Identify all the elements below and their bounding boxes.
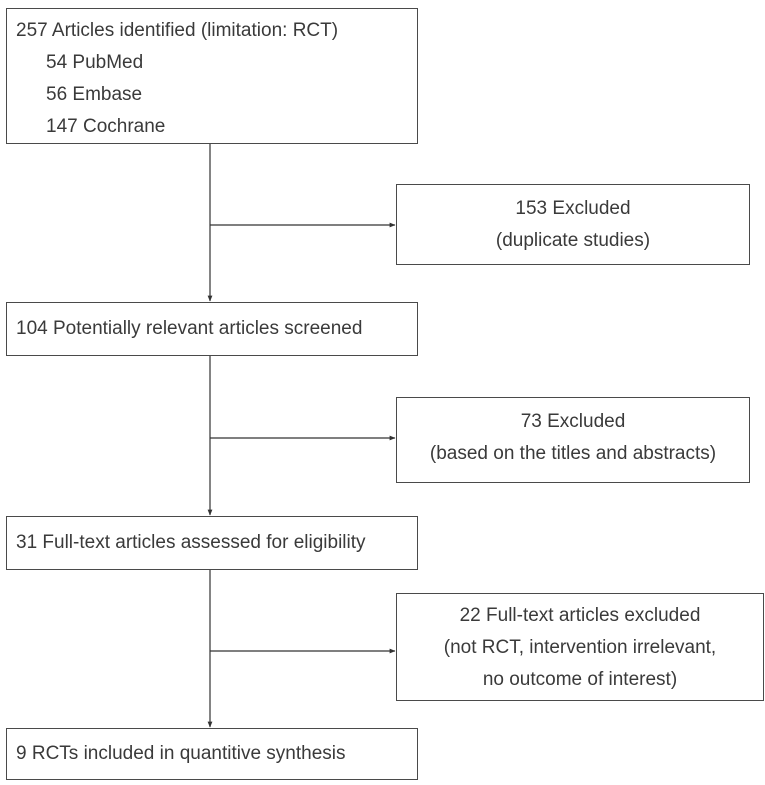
source-pubmed: 54 PubMed — [46, 52, 144, 73]
eligibility-title: 31 Full-text articles assessed for eligi… — [16, 532, 366, 553]
screened-title: 104 Potentially relevant articles screen… — [16, 318, 363, 339]
excluded-duplicates-box: 153 Excluded (duplicate studies) — [396, 184, 750, 265]
excluded-duplicates-reason: (duplicate studies) — [495, 230, 651, 251]
included-box: 9 RCTs included in quantitive synthesis — [6, 728, 418, 780]
excluded-fulltext-reason-2: no outcome of interest) — [482, 669, 678, 690]
excluded-titles-box: 73 Excluded (based on the titles and abs… — [396, 397, 750, 483]
identified-title: 257 Articles identified (limitation: RCT… — [16, 20, 339, 41]
excluded-titles-reason: (based on the titles and abstracts) — [429, 443, 717, 464]
source-embase: 56 Embase — [46, 84, 143, 105]
eligibility-box: 31 Full-text articles assessed for eligi… — [6, 516, 418, 570]
source-cochrane: 147 Cochrane — [46, 116, 166, 137]
identified-box: 257 Articles identified (limitation: RCT… — [6, 8, 418, 144]
excluded-titles-count: 73 Excluded — [520, 411, 626, 432]
included-title: 9 RCTs included in quantitive synthesis — [16, 743, 346, 764]
excluded-fulltext-box: 22 Full-text articles excluded (not RCT,… — [396, 593, 764, 701]
excluded-fulltext-reason-1: (not RCT, intervention irrelevant, — [443, 637, 717, 658]
excluded-fulltext-count: 22 Full-text articles excluded — [459, 605, 701, 626]
screened-box: 104 Potentially relevant articles screen… — [6, 302, 418, 356]
excluded-duplicates-count: 153 Excluded — [515, 198, 631, 219]
